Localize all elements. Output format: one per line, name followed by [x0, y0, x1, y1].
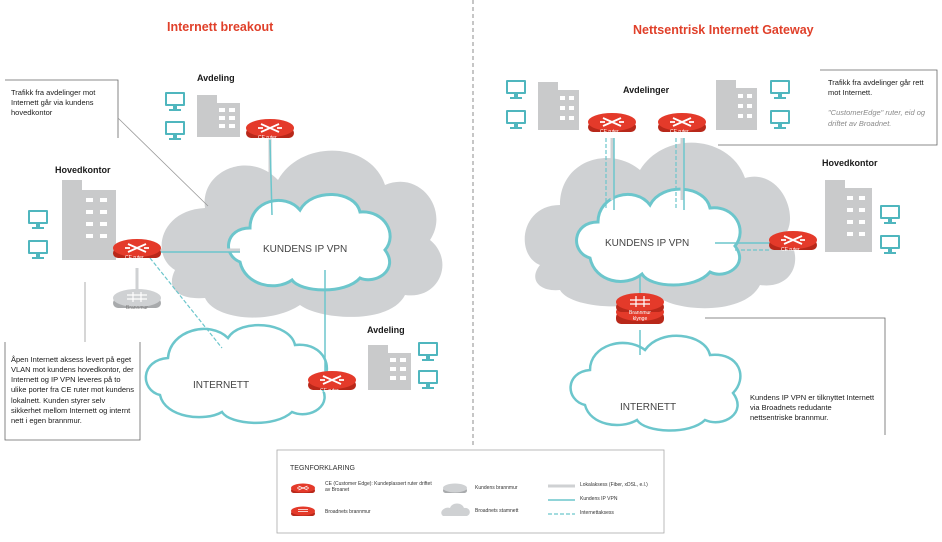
left-top-ce-label: CE ruter: [258, 135, 277, 141]
monitor-icon: [880, 235, 900, 254]
right-bottom-callout: [705, 317, 886, 435]
monitor-icon: [165, 92, 185, 111]
monitor-icon: [770, 80, 790, 99]
left-top-callout: [5, 79, 119, 138]
right-vpn-label: KUNDENS IP VPN: [605, 238, 690, 249]
left-vpn-label: KUNDENS IP VPN: [263, 244, 348, 255]
right-branch-building-1: [538, 82, 579, 130]
monitor-icon: [418, 370, 438, 389]
monitor-icon: [506, 80, 526, 99]
legend-vpn-text: Kundens IP VPN: [580, 496, 618, 502]
legend-local-access-text: Lokalaksess (Fiber, xDSL, e.l.): [580, 482, 648, 488]
left-bottom-branch-label: Avdeling: [367, 325, 405, 335]
left-section-title: Internett breakout: [167, 20, 274, 34]
left-top-branch-building: [197, 95, 240, 137]
legend-broadnet-fw-text: Broadnets brannmur: [325, 509, 371, 515]
left-hq-ce-label: CE ruter: [125, 255, 144, 261]
right-hq-building: [825, 180, 872, 252]
monitor-icon: [506, 110, 526, 129]
right-internet-cloud: [569, 334, 742, 432]
left-vpn-cloud: [227, 193, 392, 292]
left-internet-label: INTERNETT: [193, 380, 250, 391]
legend-broadnet-fw-icon: [291, 506, 315, 516]
right-bottom-note: Kundens IP VPN er tilknyttet Internett v…: [750, 393, 875, 423]
right-branch-building-2: [716, 80, 757, 130]
monitor-icon: [418, 342, 438, 361]
right-vpn-cloud: [575, 187, 742, 287]
legend-customer-fw-text: Kundens brannmur: [475, 485, 518, 491]
legend-internet-access-text: Internettaksess: [580, 510, 614, 516]
legend-backbone-icon: [441, 503, 470, 516]
monitor-icon: [28, 240, 48, 259]
left-firewall-label: Brannmur: [126, 305, 148, 311]
right-branches-label: Avdelinger: [623, 85, 670, 95]
legend-title: TEGNFORKLARING: [290, 465, 355, 472]
monitor-icon: [165, 121, 185, 140]
legend-ce-icon: [290, 483, 316, 494]
left-top-note: Trafikk fra avdelinger mot Internett går…: [11, 88, 96, 118]
legend-ce-text: CE (Customer Edge): Kundeplassert ruter …: [325, 481, 432, 494]
right-top-note-main: Trafikk fra avdelinger går rett mot Inte…: [828, 78, 924, 98]
monitor-icon: [770, 110, 790, 129]
right-ce-2-label: CE ruter: [670, 129, 689, 135]
left-bottom-branch-building: [368, 345, 411, 390]
left-top-branch-label: Avdeling: [197, 73, 235, 83]
customer-firewall-icon: [113, 289, 161, 308]
right-top-note-italic: "CustomerEdge" ruter, eid og driftet av …: [828, 108, 926, 128]
right-top-note: Trafikk fra avdelinger går rett mot Inte…: [828, 78, 932, 129]
right-ce-1-label: CE ruter: [600, 129, 619, 135]
legend-customer-fw-icon: [443, 483, 467, 493]
broadnet-firewall-cluster-icon: [616, 293, 664, 324]
right-internet-label: INTERNETT: [620, 402, 677, 413]
left-hq-building: [62, 180, 116, 260]
left-internet-cloud: [144, 323, 329, 425]
right-hq-ce-label: CE ruter: [781, 247, 800, 253]
left-bottom-callout: [4, 342, 141, 441]
right-section-title: Nettsentrisk Internett Gateway: [633, 23, 814, 37]
left-bottom-note: Åpen Internett aksess levert på eget VLA…: [11, 355, 134, 425]
monitor-icon: [28, 210, 48, 229]
right-firewall-cluster-label: Brannmur klynge: [629, 310, 651, 322]
monitor-icon: [880, 205, 900, 224]
legend-backbone-text: Broadnets stamnett: [475, 508, 519, 514]
left-hq-label: Hovedkontor: [55, 165, 111, 175]
legend-box: [276, 449, 665, 534]
right-hq-label: Hovedkontor: [822, 158, 878, 168]
right-top-callout: [718, 69, 938, 146]
left-bottom-ce-label: CE ruter: [320, 388, 339, 394]
